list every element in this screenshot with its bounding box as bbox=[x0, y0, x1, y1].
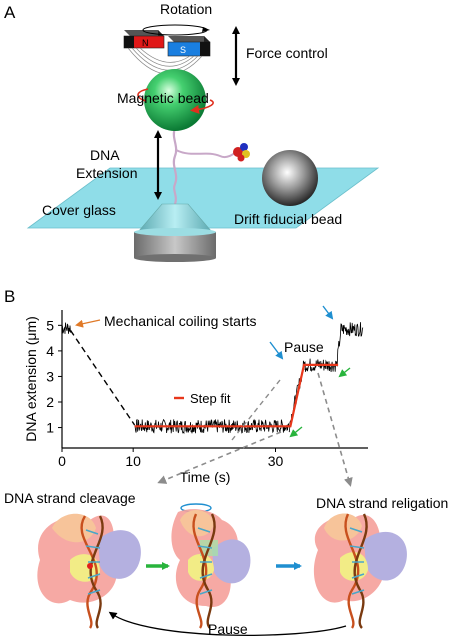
magnet-north-label: N bbox=[142, 38, 149, 48]
y-axis-label: DNA extension (μm) bbox=[23, 316, 39, 442]
extension-trace bbox=[336, 323, 342, 367]
topo-structure-religation bbox=[313, 513, 407, 629]
field-lines bbox=[127, 47, 203, 75]
bead-rotation-arrow-icon bbox=[137, 88, 214, 114]
blue-arrow-icon bbox=[269, 341, 284, 360]
dashed-arrow-icon bbox=[317, 372, 353, 487]
step-fit-line bbox=[134, 363, 339, 428]
rotation-label: Rotation bbox=[160, 1, 212, 17]
dna-loop bbox=[175, 147, 243, 158]
x-axis-label: Time (s) bbox=[180, 469, 231, 485]
objective-lens bbox=[134, 203, 216, 262]
dna-extension-label-line2: Extension bbox=[76, 165, 137, 181]
panel-a-label: A bbox=[4, 3, 16, 22]
x-tick-label: 30 bbox=[268, 453, 284, 469]
dna-extension-label-line1: DNA bbox=[90, 147, 120, 163]
strand-cleavage-label: DNA strand cleavage bbox=[4, 490, 136, 506]
step-fit-legend-label: Step fit bbox=[190, 391, 231, 406]
extension-trace bbox=[61, 322, 71, 334]
y-tick-label: 4 bbox=[46, 343, 54, 359]
strand-religation-label: DNA strand religation bbox=[316, 495, 448, 511]
y-tick-label: 1 bbox=[46, 420, 54, 436]
x-tick-label: 10 bbox=[125, 453, 141, 469]
pause-label: Pause bbox=[284, 339, 324, 355]
dna-tether bbox=[172, 127, 178, 205]
pause-return-arrow-icon bbox=[108, 611, 347, 636]
y-tick-label: 3 bbox=[46, 368, 54, 384]
coiling-dashed-line bbox=[69, 330, 136, 426]
force-control-label: Force control bbox=[246, 45, 328, 61]
green-arrow-icon bbox=[338, 367, 351, 378]
topoisomerase-icon bbox=[233, 143, 250, 162]
panel-b-label: B bbox=[4, 287, 15, 306]
magnetic-bead bbox=[144, 69, 206, 131]
extension-trace bbox=[340, 322, 364, 337]
drift-fiducial-bead-label: Drift fiducial bead bbox=[234, 211, 342, 227]
magnetic-bead-label: Magnetic bead bbox=[117, 90, 209, 106]
bottom-pause-label: Pause bbox=[208, 621, 248, 637]
mechanical-coiling-arrow-icon bbox=[75, 319, 101, 328]
blue-arrow-icon bbox=[322, 305, 334, 320]
cover-glass-label: Cover glass bbox=[42, 202, 116, 218]
y-tick-label: 2 bbox=[46, 394, 54, 410]
mechanical-coiling-label: Mechanical coiling starts bbox=[104, 313, 257, 329]
dashed-arrow-icon bbox=[157, 431, 282, 484]
green-arrow-icon bbox=[289, 426, 303, 438]
magnet-south-label: S bbox=[180, 45, 186, 55]
x-tick-label: 0 bbox=[58, 453, 66, 469]
dashed-arrow-icon bbox=[231, 379, 281, 441]
drift-fiducial-bead bbox=[262, 150, 318, 206]
rotation-arrow-icon bbox=[142, 24, 210, 36]
magnet-south: S bbox=[167, 36, 211, 57]
magnet-north: N bbox=[123, 30, 165, 49]
y-tick-label: 5 bbox=[46, 317, 54, 333]
topo-structure-cleavage bbox=[37, 513, 141, 629]
topo-structure-rotating bbox=[171, 503, 251, 629]
